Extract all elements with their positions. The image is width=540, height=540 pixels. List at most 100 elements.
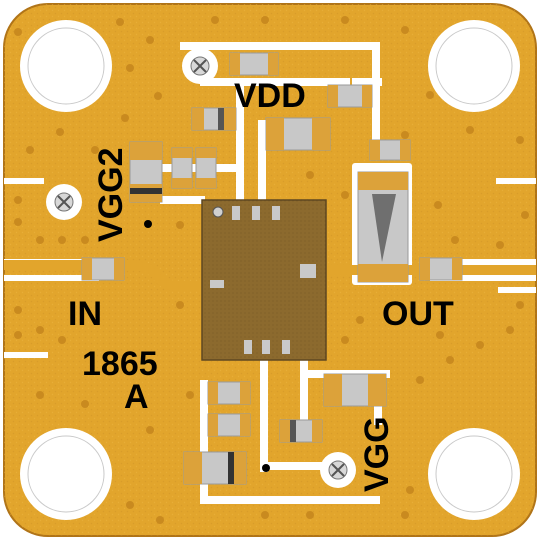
via (176, 221, 184, 229)
mounting-holes (20, 20, 520, 520)
via (156, 516, 164, 524)
inductor-wedge-icon (372, 194, 396, 262)
top-route-3 (352, 78, 382, 86)
pin1-marker-icon (212, 206, 224, 218)
bottom-route-3 (200, 380, 208, 500)
via (146, 426, 154, 434)
bottom-route-1 (260, 360, 268, 472)
via (26, 146, 34, 154)
via (401, 511, 409, 519)
via (341, 191, 349, 199)
via (14, 306, 22, 314)
rf-edge-bottom-right (498, 287, 536, 293)
capacitor-vgg-large (323, 373, 387, 407)
polarity-dot-vgg (262, 464, 270, 472)
label-vdd: VDD (234, 77, 306, 115)
bond-pad-vdd (182, 48, 218, 84)
bond-pad-screw-icon (57, 195, 71, 209)
via (14, 331, 22, 339)
via (14, 218, 22, 226)
via (401, 131, 409, 139)
via (426, 91, 434, 99)
via (261, 511, 269, 519)
via (58, 236, 66, 244)
bond-pad-vgg2 (46, 184, 82, 220)
mmic-die (201, 199, 327, 361)
via (446, 356, 454, 364)
bond-pad-screw-icon (193, 59, 207, 73)
label-revision: A (124, 378, 149, 416)
mounting-hole-top-right-inner (435, 27, 513, 105)
rf-edge-top-left (4, 178, 44, 184)
rf-gap-bottom (4, 275, 99, 281)
capacitor-bottom-2 (207, 413, 251, 437)
capacitor-vgg2-pair-1 (171, 147, 193, 189)
via (36, 236, 44, 244)
via (126, 64, 134, 72)
via (126, 501, 134, 509)
via (516, 301, 524, 309)
label-out: OUT (382, 295, 454, 333)
via (36, 391, 44, 399)
via (341, 336, 349, 344)
via (506, 326, 514, 334)
via (116, 18, 124, 26)
via (416, 376, 424, 384)
resistor-bottom (279, 419, 323, 443)
via (476, 341, 484, 349)
via (56, 128, 64, 136)
bottom-route-4 (260, 462, 340, 470)
via (81, 400, 89, 408)
via (14, 28, 22, 36)
via (14, 196, 22, 204)
capacitor-bottom-large (183, 451, 247, 485)
via-field (14, 16, 529, 524)
bond-pad-vgg (320, 452, 356, 488)
capacitor-bottom-1 (207, 381, 251, 405)
via (356, 316, 364, 324)
rf-edge-top-right (496, 178, 536, 184)
via (466, 126, 474, 134)
rf-gap-right-bottom (430, 275, 536, 281)
bond-pad-screw-icon (331, 463, 345, 477)
via (401, 26, 409, 34)
smd-components (81, 52, 463, 485)
capacitor-top-2 (327, 84, 373, 108)
label-in: IN (68, 295, 102, 333)
capacitor-top-3 (265, 117, 331, 151)
mounting-hole-top-left-inner (27, 27, 105, 105)
via (121, 114, 129, 122)
top-route-2 (372, 42, 380, 157)
capacitor-vgg2-pair-2 (195, 147, 217, 189)
mounting-hole-bottom-left-inner (27, 435, 105, 513)
top-route-4 (200, 78, 350, 86)
via (451, 236, 459, 244)
top-route-6 (258, 120, 266, 210)
via (261, 16, 269, 24)
via (211, 16, 219, 24)
via (154, 92, 162, 100)
top-route-8 (160, 196, 205, 204)
mounting-hole-bottom-right-inner (435, 435, 513, 513)
via (406, 486, 414, 494)
capacitor-right-small (369, 139, 411, 161)
rf-gap-right-top (430, 259, 536, 265)
via (516, 136, 524, 144)
via (176, 301, 184, 309)
capacitor-vgg2-large (129, 141, 163, 203)
via (306, 171, 314, 179)
via (36, 326, 44, 334)
via (341, 16, 349, 24)
via (496, 241, 504, 249)
label-vgg2: VGG2 (92, 148, 130, 242)
via (146, 36, 154, 44)
rf-edge-bottom-left (4, 352, 48, 358)
via (81, 236, 89, 244)
label-part-number: 1865 (82, 345, 158, 383)
via (434, 201, 442, 209)
bottom-route-5 (300, 360, 308, 420)
resistor-top (191, 107, 237, 131)
top-route-1 (180, 42, 380, 50)
via (186, 391, 194, 399)
